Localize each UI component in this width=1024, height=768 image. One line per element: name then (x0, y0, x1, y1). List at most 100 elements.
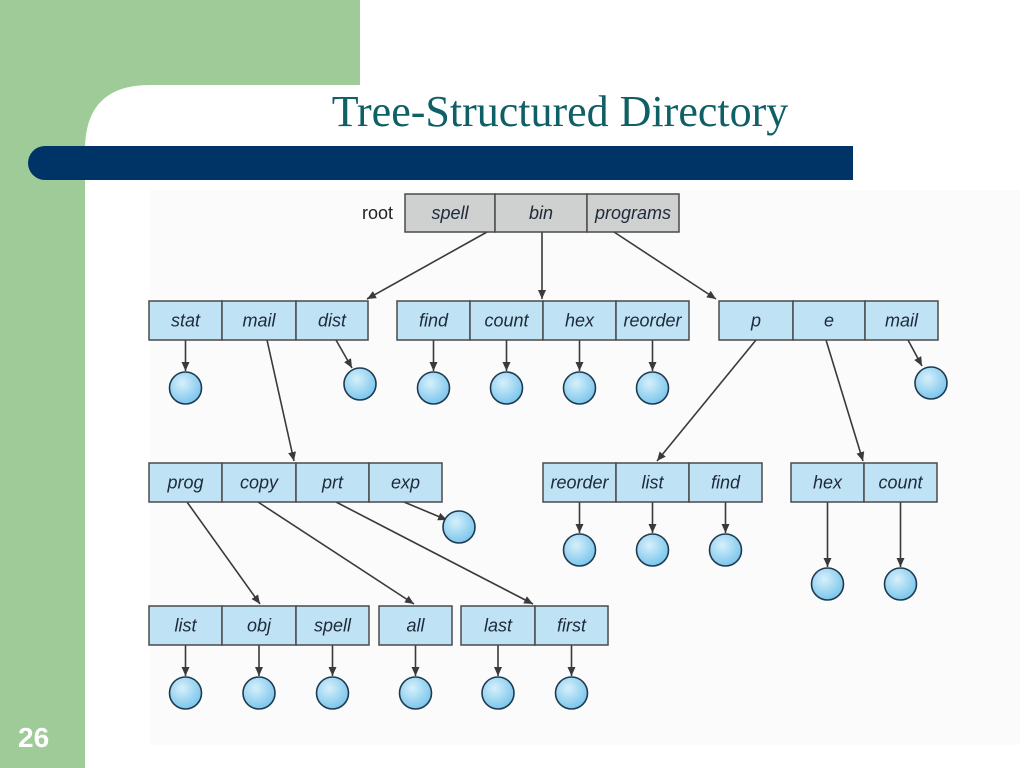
entry-label: copy (240, 473, 279, 493)
directory-entry-all[interactable] (378, 605, 453, 646)
directory-entry-exp[interactable] (368, 462, 443, 503)
directory-entry-mail[interactable] (864, 300, 939, 341)
circle-file-icon[interactable] (635, 371, 670, 405)
directory-entry-hex[interactable] (542, 300, 617, 341)
title-bar (28, 146, 853, 180)
circle-file-icon[interactable] (635, 533, 670, 567)
directory-entry-dist[interactable] (295, 300, 369, 341)
entry-label: find (419, 311, 449, 331)
directory-entry-reorder[interactable] (542, 462, 617, 503)
entry-label: mail (242, 311, 276, 331)
entry-label: list (175, 616, 198, 636)
entry-label: hex (565, 311, 595, 331)
directory-entry-p[interactable] (718, 300, 794, 341)
tree-edge-arrow (366, 231, 488, 300)
directory-dir-p: reorder list find (542, 462, 763, 503)
entry-label: dist (318, 311, 347, 331)
tree-edge-arrow (335, 339, 353, 369)
root-label: root (362, 203, 393, 223)
circle-file-icon[interactable] (242, 676, 276, 710)
tree-edge-arrow (266, 339, 296, 462)
circle-file-icon[interactable] (168, 371, 203, 405)
entry-label: prt (321, 473, 344, 493)
green-sidebar (0, 0, 85, 768)
directory-entry-count[interactable] (469, 300, 544, 341)
tree-edge-arrow (907, 339, 923, 367)
slide-title: Tree-Structured Directory (331, 87, 789, 136)
directory-dir-programs: p e mail (718, 300, 939, 341)
directory-entry-reorder[interactable] (615, 300, 690, 341)
directory-entry-obj[interactable] (221, 605, 297, 646)
circle-file-icon[interactable] (810, 567, 845, 601)
directory-dir-prog: list obj spell (148, 605, 370, 646)
directory-dir-e: hex count (790, 462, 938, 503)
directory-entry-programs[interactable] (586, 193, 680, 233)
circle-file-icon[interactable] (554, 676, 589, 710)
entry-label: programs (594, 203, 671, 223)
directory-entry-mail[interactable] (221, 300, 297, 341)
circle-file-icon[interactable] (708, 533, 743, 567)
entry-label: reorder (550, 473, 609, 493)
entry-label: prog (166, 473, 203, 493)
tree-edge-arrow (257, 501, 415, 605)
entry-label: stat (171, 311, 201, 331)
directory-entry-prog[interactable] (148, 462, 223, 503)
entry-label: p (750, 311, 761, 331)
entry-label: bin (529, 203, 553, 223)
entry-label: spell (431, 203, 469, 223)
slide-number: 26 (18, 722, 50, 753)
directory-entry-e[interactable] (792, 300, 866, 341)
entry-label: count (878, 473, 923, 493)
entry-label: first (557, 616, 587, 636)
tree-edge-arrow (656, 339, 757, 462)
entry-label: hex (813, 473, 843, 493)
circle-file-icon[interactable] (442, 510, 476, 544)
entry-label: obj (247, 616, 272, 636)
directory-entry-spell[interactable] (404, 193, 496, 233)
circle-file-icon[interactable] (562, 533, 597, 567)
entry-label: e (824, 311, 834, 331)
tree-edge-arrow (186, 501, 261, 605)
directory-entry-bin[interactable] (494, 193, 588, 233)
circle-file-icon[interactable] (168, 676, 203, 710)
circle-file-icon[interactable] (489, 371, 524, 405)
entry-label: spell (314, 616, 352, 636)
directory-entry-find[interactable] (396, 300, 471, 341)
directory-entry-first[interactable] (534, 605, 609, 646)
directory-entry-count[interactable] (863, 462, 938, 503)
directory-dir-copy: all (378, 605, 453, 646)
directory-entry-list[interactable] (148, 605, 223, 646)
entry-label: count (484, 311, 529, 331)
directory-entry-spell[interactable] (295, 605, 370, 646)
circle-file-icon[interactable] (481, 676, 515, 710)
entry-label: all (406, 616, 425, 636)
circle-file-icon[interactable] (416, 371, 451, 405)
tree-edge-arrow (613, 231, 717, 300)
directory-entry-find[interactable] (688, 462, 763, 503)
directory-root-entries: spell bin programs (404, 193, 680, 233)
directory-dir-mail: prog copy prt exp (148, 462, 443, 503)
circle-file-icon[interactable] (914, 366, 948, 400)
directory-entry-list[interactable] (615, 462, 690, 503)
circle-file-icon[interactable] (343, 367, 377, 401)
white-corner (85, 85, 150, 150)
directory-dir-prt: last first (460, 605, 609, 646)
tree-edge-arrow (825, 339, 865, 462)
tree-edge-arrow (335, 501, 534, 605)
entry-label: exp (391, 473, 420, 493)
tree-edge-arrow (403, 501, 448, 521)
directory-entry-last[interactable] (460, 605, 536, 646)
circle-file-icon[interactable] (562, 371, 597, 405)
circle-file-icon[interactable] (398, 676, 433, 710)
entry-label: list (642, 473, 665, 493)
entry-label: mail (885, 311, 919, 331)
directory-dir-spell: stat mail dist (148, 300, 369, 341)
circle-file-icon[interactable] (883, 567, 918, 601)
directory-entry-prt[interactable] (295, 462, 370, 503)
entry-label: find (711, 473, 741, 493)
entry-label: last (484, 616, 513, 636)
directory-entry-hex[interactable] (790, 462, 865, 503)
circle-file-icon[interactable] (315, 676, 350, 710)
